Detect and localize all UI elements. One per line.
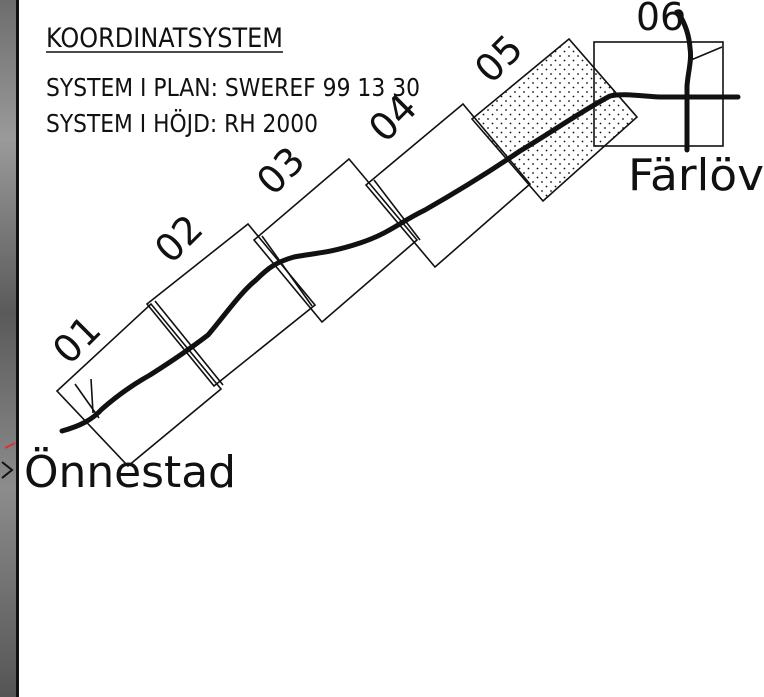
edge-arrow-icon — [1, 461, 14, 479]
legend-height-system: SYSTEM I HÖJD: RH 2000 — [46, 109, 318, 138]
place-onnestad: Önnestad — [24, 446, 236, 498]
red-marker — [4, 442, 16, 449]
sheet-label-01: 01 — [44, 307, 109, 372]
sheet-label-06: 06 — [636, 0, 684, 39]
place-farlov: Färlöv — [628, 150, 764, 201]
legend-plan-system: SYSTEM I PLAN: SWEREF 99 13 30 — [46, 73, 420, 102]
branch-line — [676, 11, 694, 153]
railway-line — [59, 92, 741, 434]
legend-heading: KOORDINATSYSTEM — [46, 23, 283, 54]
sheet-label-03: 03 — [248, 138, 313, 203]
sheet-frame-03[interactable] — [252, 157, 419, 324]
sheet-frame-05[interactable] — [470, 37, 639, 203]
orthophoto-strip — [0, 0, 17, 697]
map-frame-edge — [16, 0, 19, 697]
branch-hook — [674, 9, 684, 19]
sheet-frame-06[interactable] — [593, 41, 724, 147]
sheet-frame-02[interactable] — [145, 222, 317, 388]
